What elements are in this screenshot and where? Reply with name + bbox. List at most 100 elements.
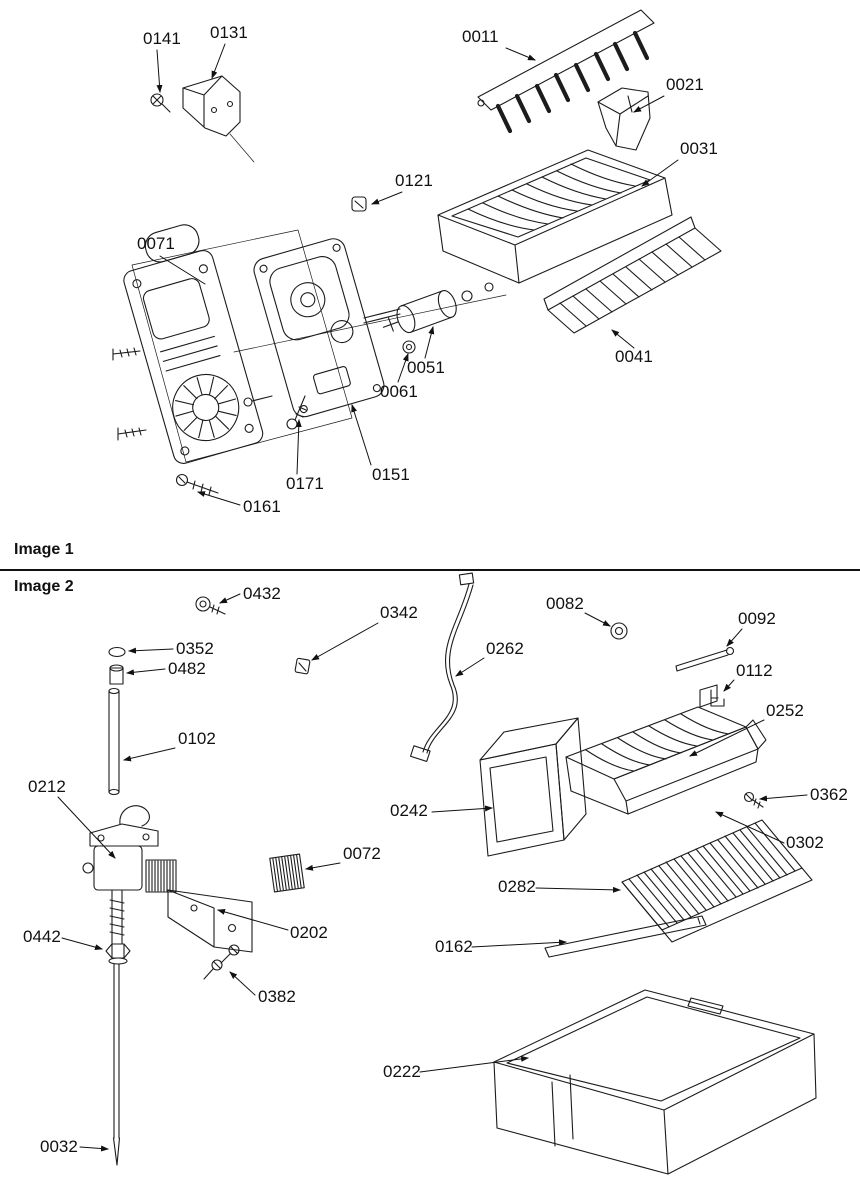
part-0262-wire-harness (409, 572, 475, 763)
part-0162-strip (544, 915, 707, 958)
leader-line-0141 (156, 49, 163, 93)
part-label-0212: 0212 (28, 777, 66, 796)
part-0342-clip (294, 657, 311, 675)
part-0032-fill-rod (112, 963, 121, 1166)
leader-line-0212 (57, 796, 116, 859)
leader-line-0362 (759, 794, 808, 802)
part-label-0222: 0222 (383, 1062, 421, 1081)
part-0021-bracket (597, 87, 651, 151)
part-label-0071: 0071 (137, 234, 175, 253)
part-0071-assembly-outline (131, 229, 353, 463)
part-motor-module (123, 224, 264, 464)
part-label-0171: 0171 (286, 474, 324, 493)
part-0011-ejector-rack (477, 9, 655, 134)
part-0151-front-housing (253, 238, 401, 418)
leader-line-0242 (431, 805, 493, 813)
leader-line-0262 (455, 657, 485, 677)
part-label-0302: 0302 (786, 833, 824, 852)
part-label-0262: 0262 (486, 639, 524, 658)
part-0482-spacer (109, 664, 124, 685)
part-label-0282: 0282 (498, 877, 536, 896)
leader-line-0102 (123, 747, 176, 762)
leader-line-0072 (305, 862, 341, 871)
part-label-0482: 0482 (168, 659, 206, 678)
leader-line-0171 (295, 419, 302, 475)
part-0092-pin (675, 646, 735, 672)
part-0041-stripper (543, 216, 722, 334)
leader-line-0222 (419, 1055, 529, 1073)
leader-line-0162 (471, 939, 567, 948)
part-0252-ice-maker-assembly (565, 684, 767, 815)
part-0382-screws (203, 944, 240, 980)
part-label-0161: 0161 (243, 497, 281, 516)
part-label-0342: 0342 (380, 603, 418, 622)
leader-line-0061 (397, 353, 409, 383)
part-0031-ice-maker-mold (437, 149, 673, 284)
part-0352-o-ring (108, 646, 126, 658)
part-label-0162: 0162 (435, 937, 473, 956)
part-0072-solenoid-coil (269, 853, 305, 893)
leader-line-0382 (229, 971, 256, 996)
part-label-0151: 0151 (372, 465, 410, 484)
part-label-0131: 0131 (210, 23, 248, 42)
part-label-0202: 0202 (290, 923, 328, 942)
leader-line-0082 (584, 612, 611, 627)
leader-line-0092 (726, 628, 743, 647)
part-0051-motor-cylinder (382, 282, 494, 334)
part-0102-fill-tube (108, 687, 120, 796)
part-0432-bolt (195, 596, 226, 615)
part-0161-screw (175, 473, 219, 496)
leader-line-0071 (159, 255, 206, 285)
leader-line-0041 (611, 329, 635, 349)
part-label-0102: 0102 (178, 729, 216, 748)
part-0222-ice-bin (493, 989, 817, 1175)
leader-line-0202 (217, 909, 289, 931)
part-0082-grommet (610, 622, 628, 640)
leader-line-0011 (505, 47, 536, 61)
part-label-0112: 0112 (736, 661, 773, 680)
part-label-0442: 0442 (23, 927, 61, 946)
part-0121-clip (351, 196, 367, 212)
part-label-0352: 0352 (176, 639, 214, 658)
leader-line-0021 (633, 95, 665, 113)
part-label-0082: 0082 (546, 594, 584, 613)
part-label-0011: 0011 (462, 27, 499, 46)
section-divider (0, 569, 860, 571)
leader-line-0031 (641, 159, 679, 187)
leader-line-0112 (723, 679, 735, 692)
part-label-0092: 0092 (738, 609, 776, 628)
exploded-axis-line (233, 294, 507, 353)
part-label-0252: 0252 (766, 701, 804, 720)
leader-line-0161 (197, 491, 241, 506)
part-label-0382: 0382 (258, 987, 296, 1006)
part-0131-bracket (182, 75, 255, 163)
part-label-0141: 0141 (143, 29, 181, 48)
part-0442-nut (105, 943, 131, 965)
part-0212-water-valve (82, 805, 177, 945)
leader-line-0151 (351, 404, 372, 466)
part-0362-screw (743, 791, 764, 809)
part-label-0041: 0041 (615, 347, 653, 366)
leader-line-0131 (211, 43, 226, 79)
part-label-0362: 0362 (810, 785, 848, 804)
part-label-0021: 0021 (666, 75, 704, 94)
image2-section-label: Image 2 (14, 578, 74, 595)
part-0202-bracket (167, 889, 253, 953)
part-label-0121: 0121 (395, 171, 433, 190)
part-label-0061: 0061 (380, 382, 418, 401)
part-label-0242: 0242 (390, 801, 428, 820)
part-0171-screw (243, 395, 307, 430)
image1-section-label: Image 1 (14, 541, 74, 558)
leader-line-0342 (311, 622, 379, 661)
module-screws (112, 347, 147, 441)
leader-line-0302 (715, 811, 785, 844)
leader-line-0432 (219, 593, 241, 604)
leader-line-0252 (689, 719, 765, 757)
part-0282-grille-shelf (621, 819, 813, 943)
leader-line-0482 (126, 668, 166, 676)
part-label-0032: 0032 (40, 1137, 78, 1156)
part-label-0031: 0031 (680, 139, 718, 158)
leader-line-0352 (128, 647, 174, 654)
